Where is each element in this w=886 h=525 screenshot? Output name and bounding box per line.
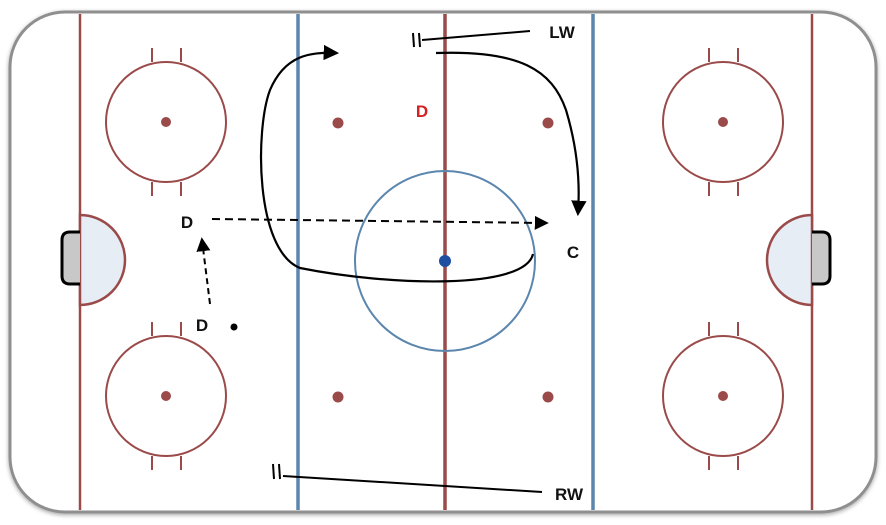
- lw-stick-icon: [412, 30, 531, 48]
- center-circle: [354, 170, 536, 352]
- player-label-center: C: [567, 243, 579, 262]
- neutral-dot-top-left: [332, 117, 344, 129]
- faceoff-circle-right-bottom: [662, 322, 784, 470]
- goal-net-right: [812, 230, 832, 286]
- center-faceoff-dot: [439, 255, 451, 267]
- player-label-d-opponent: D: [416, 102, 428, 121]
- skate-path-center-loop: [260, 44, 535, 283]
- rw-stick-icon: [272, 463, 543, 493]
- player-label-rw: RW: [555, 485, 584, 504]
- goal-crease-left: [78, 213, 127, 307]
- goal-crease-right: [765, 213, 814, 307]
- puck: [230, 323, 238, 331]
- neutral-dot-bottom-left: [332, 391, 344, 403]
- player-label-d-top: D: [181, 213, 193, 232]
- goal-net-left: [60, 230, 80, 286]
- pass-arrow-d-to-d: [196, 237, 211, 305]
- skate-path-lw: [435, 51, 587, 217]
- faceoff-circle-left-top: [105, 48, 227, 196]
- neutral-dot-top-right: [542, 117, 554, 129]
- faceoff-circle-left-bottom: [105, 322, 227, 470]
- player-label-d-bottom: D: [196, 316, 208, 335]
- faceoff-circle-right-top: [662, 48, 784, 196]
- player-label-lw: LW: [549, 23, 575, 42]
- neutral-dot-bottom-right: [542, 391, 554, 403]
